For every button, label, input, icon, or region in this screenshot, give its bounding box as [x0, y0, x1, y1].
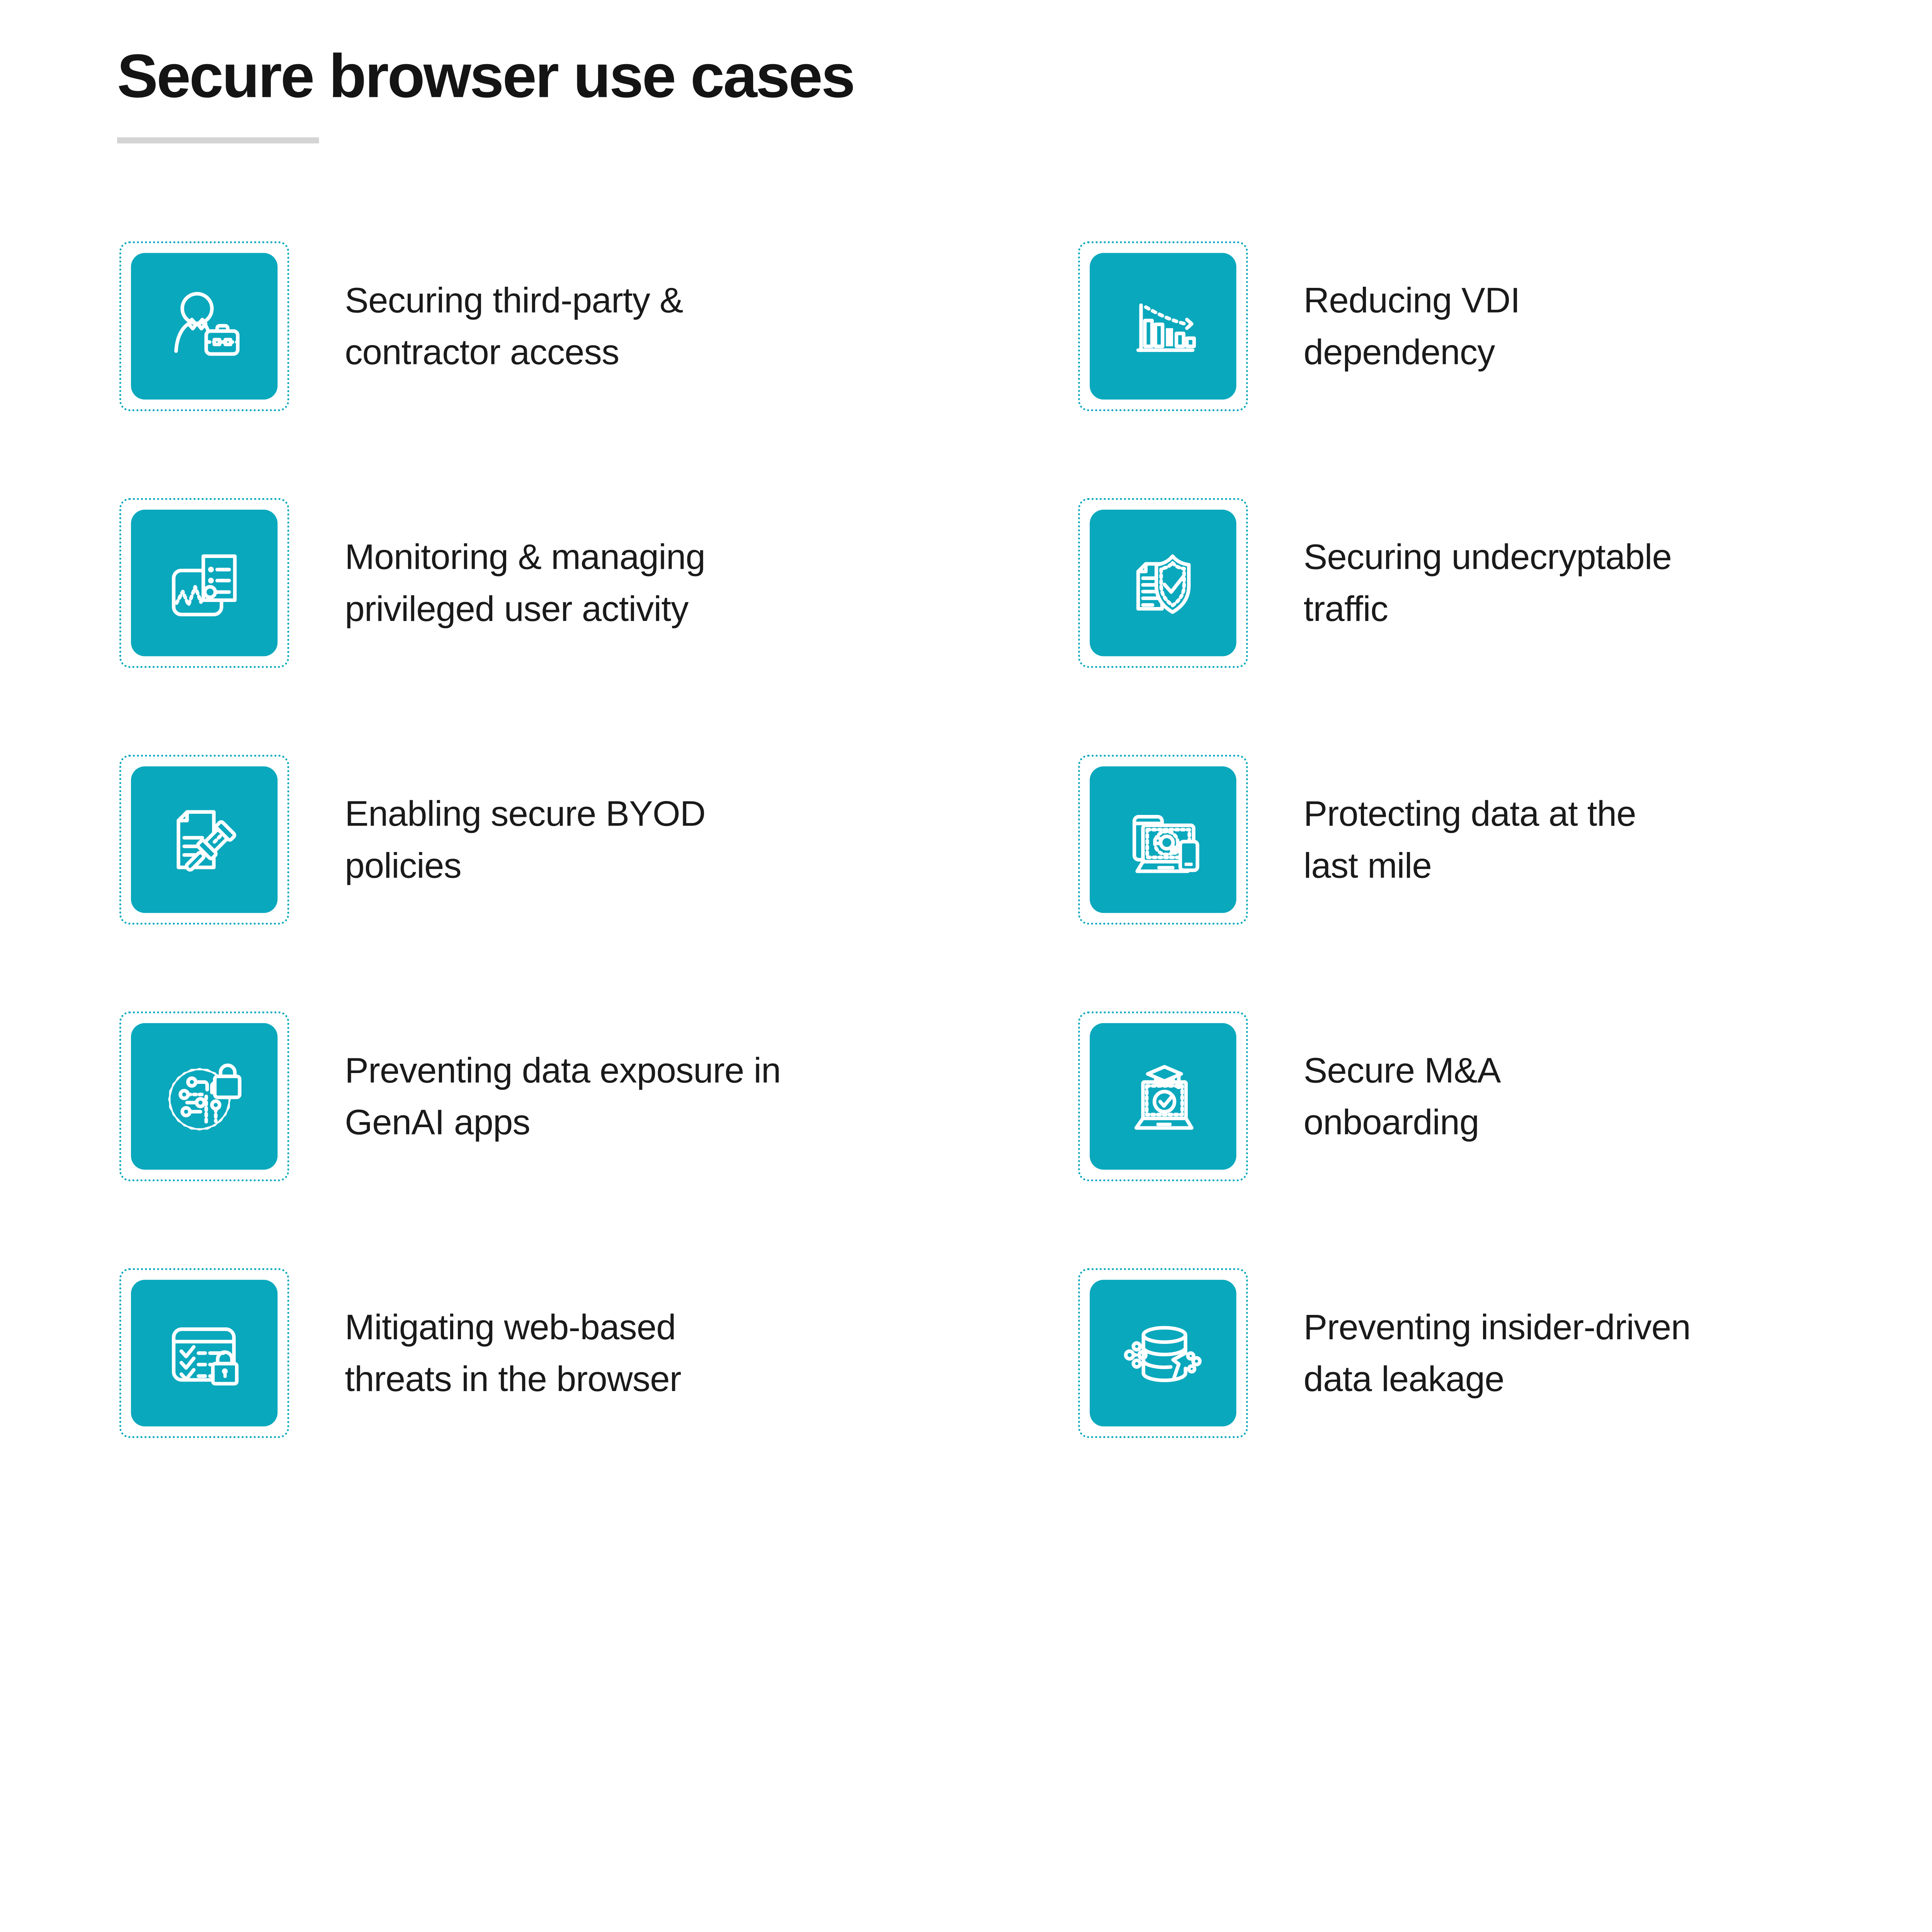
label-line: Preventing data exposure in: [345, 1050, 781, 1090]
shield-check-document-icon: [1136, 554, 1191, 614]
tile-dotted-border: [1078, 755, 1248, 925]
tile-dotted-border: [119, 498, 289, 668]
use-case-item: Mitigating web-based threats in the brow…: [119, 1268, 781, 1438]
use-case-label: Enabling secure BYOD policies: [345, 788, 706, 891]
icon-tile: [1090, 766, 1236, 913]
use-case-label: Preventing insider-driven data leakage: [1303, 1301, 1691, 1405]
label-line: Securing third-party &: [345, 280, 683, 320]
label-line: contractor access: [345, 332, 619, 372]
tile-dotted-border: [119, 241, 289, 412]
use-case-item: Reducing VDI dependency: [1078, 241, 1690, 412]
label-line: Enabling secure BYOD: [345, 794, 706, 834]
use-case-label: Preventing data exposure in GenAI apps: [345, 1044, 781, 1148]
label-line: Reducing VDI: [1303, 280, 1520, 320]
use-case-item: Monitoring & managing privileged user ac…: [119, 498, 781, 668]
icon-tile: [1090, 1280, 1236, 1427]
use-case-item: Preventing insider-driven data leakage: [1078, 1268, 1691, 1438]
left-column: Securing third-party & contractor access: [119, 241, 781, 1438]
database-leak-icon: [1124, 1326, 1202, 1382]
use-case-label: Mitigating web-based threats in the brow…: [345, 1301, 681, 1405]
document-gavel-icon: [177, 810, 236, 872]
tile-dotted-border: [1078, 241, 1248, 412]
tile-dotted-border: [119, 755, 289, 925]
label-line: Preventing insider-driven: [1303, 1307, 1691, 1347]
use-case-item: Enabling secure BYOD policies: [119, 755, 781, 925]
tile-dotted-border: [119, 1268, 289, 1438]
label-line: last mile: [1303, 845, 1432, 886]
icon-tile: [131, 509, 278, 656]
label-line: onboarding: [1303, 1102, 1480, 1142]
use-case-label: Securing third-party & contractor access: [345, 274, 683, 378]
secure-browser-use-cases-infographic: Secure browser use cases: [117, 41, 1691, 1438]
use-case-item: Protecting data at the last mile: [1078, 755, 1690, 925]
label-line: Protecting data at the: [1303, 794, 1636, 834]
privileged-activity-icon: [172, 554, 237, 616]
browser-checklist-lock-icon: [172, 1327, 239, 1386]
icon-tile: [131, 1280, 278, 1427]
label-line: Mitigating web-based: [345, 1307, 676, 1347]
title-underline: [117, 137, 319, 144]
label-line: privileged user activity: [345, 589, 689, 629]
tile-dotted-border: [1078, 498, 1248, 668]
icon-tile: [131, 766, 278, 913]
use-case-label: Secure M&A onboarding: [1304, 1044, 1501, 1148]
use-case-label: Monitoring & managing privileged user ac…: [345, 531, 705, 634]
use-case-item: Securing undecryptable traffic: [1078, 498, 1690, 668]
label-line: Monitoring & managing: [345, 537, 706, 577]
use-case-item: Preventing data exposure in GenAI apps: [119, 1011, 781, 1182]
multi-device-icon: [1133, 815, 1199, 873]
declining-bar-chart-icon: [1136, 303, 1196, 352]
tile-dotted-border: [1078, 1268, 1248, 1438]
icon-tile: [131, 253, 278, 400]
use-case-label: Reducing VDI dependency: [1304, 274, 1520, 378]
genai-brain-lock-icon: [168, 1063, 242, 1131]
right-column: Reducing VDI dependency: [1078, 241, 1691, 1438]
use-case-item: Securing third-party & contractor access: [119, 241, 781, 412]
label-line: GenAI apps: [345, 1102, 530, 1142]
tile-dotted-border: [119, 1011, 289, 1182]
use-case-label: Securing undecryptable traffic: [1304, 531, 1672, 634]
tile-dotted-border: [1078, 1011, 1248, 1182]
page-title: Secure browser use cases: [117, 41, 855, 110]
icon-tile: [1090, 1023, 1236, 1170]
label-line: Secure M&A: [1303, 1050, 1501, 1090]
person-briefcase-icon: [174, 292, 240, 356]
label-line: Securing undecryptable: [1303, 537, 1672, 577]
label-line: data leakage: [1303, 1359, 1505, 1399]
laptop-graduation-icon: [1134, 1065, 1194, 1130]
icon-tile: [131, 1023, 278, 1170]
label-line: policies: [345, 845, 461, 886]
icon-tile: [1090, 253, 1236, 400]
use-case-label: Protecting data at the last mile: [1304, 788, 1636, 891]
use-case-item: Secure M&A onboarding: [1078, 1011, 1690, 1182]
label-line: dependency: [1303, 332, 1495, 372]
label-line: threats in the browser: [345, 1359, 681, 1399]
label-line: traffic: [1303, 589, 1388, 629]
icon-tile: [1090, 509, 1236, 656]
